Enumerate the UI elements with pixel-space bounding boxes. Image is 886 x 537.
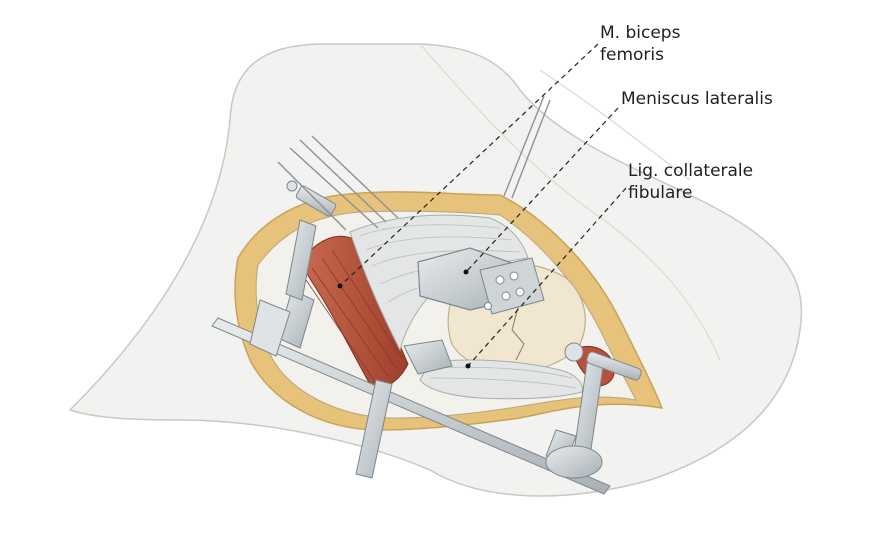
retractor-right-screw-cap: [564, 342, 584, 362]
label-meniscus-line1: Meniscus lateralis: [621, 89, 773, 109]
tibial-plate: [479, 257, 545, 315]
plate-holes: [484, 271, 525, 310]
retractor-knob-round: [545, 445, 603, 479]
leader-lines: [339, 43, 627, 367]
leader-biceps: [339, 43, 599, 287]
bone-crack-line: [511, 299, 525, 361]
ligament-fibers: [429, 366, 577, 389]
leader-dots: [337, 269, 471, 369]
label-ligament-line1: Lig. collaterale: [628, 161, 754, 181]
label-meniscus-lateralis: Meniscus lateralis: [621, 88, 773, 110]
retractor-lower-hook: [355, 379, 393, 479]
label-lig-collaterale-fibulare: Lig. collaterale fibulare: [628, 160, 753, 204]
muscle-fibers: [305, 249, 403, 387]
retractor-left-blade: [249, 299, 291, 357]
label-biceps-line1: M. biceps: [600, 23, 681, 43]
label-ligament-line2: fibulare: [628, 183, 693, 203]
retractor-screw-knob: [286, 180, 337, 217]
label-biceps-line2: femoris: [600, 45, 664, 65]
leader-ligament: [467, 187, 627, 367]
retractor-rod: [211, 317, 611, 495]
guide-pins: [277, 95, 551, 231]
collateral-ligament: [419, 359, 583, 400]
retractor-right-screw: [586, 351, 642, 381]
label-biceps-femoris: M. biceps femoris: [600, 22, 680, 66]
leader-meniscus: [465, 107, 619, 273]
lower-hook-retractor: [403, 339, 453, 375]
skin-fold-line-2: [539, 69, 691, 181]
retractor-left-post: [285, 219, 317, 301]
skin-fold-line: [419, 43, 721, 361]
